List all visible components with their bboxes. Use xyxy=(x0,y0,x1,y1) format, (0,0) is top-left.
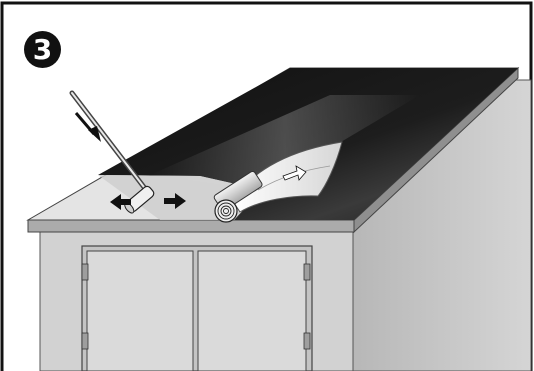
film-roll-end xyxy=(215,200,237,222)
hinge xyxy=(82,264,88,280)
hinge xyxy=(82,333,88,349)
step-number-badge: 3 xyxy=(24,31,61,68)
countertop-front-edge xyxy=(28,220,354,232)
hinge xyxy=(304,264,310,280)
cabinet-door-left xyxy=(87,251,193,371)
hinge xyxy=(304,333,310,349)
cabinet-door-right xyxy=(198,251,306,371)
